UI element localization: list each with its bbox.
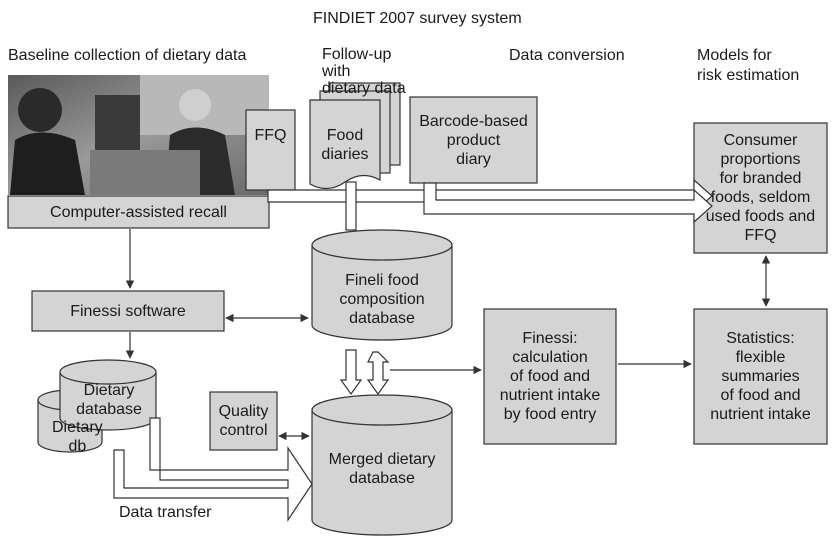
food-diaries-label: Food diaries	[321, 127, 369, 163]
ffq-label: FFQ	[254, 127, 287, 144]
consumer-label: Consumer proportions for branded foods, …	[705, 132, 816, 244]
statistics-label: Statistics: flexible summaries of food a…	[710, 330, 811, 423]
header-conversion: Data conversion	[509, 47, 625, 64]
fineli-cylinder	[311, 229, 453, 341]
finessi-software-label: Finessi software	[70, 302, 186, 320]
block-arrows	[113, 178, 713, 522]
finessi-calc-label: Finessi: calculation of food and nutrien…	[499, 330, 601, 423]
barcode-label: Barcode-based product diary	[419, 112, 528, 168]
quality-label: Quality control	[218, 403, 269, 439]
dietary-database-cylinder	[59, 359, 157, 431]
ffq-box	[245, 109, 296, 191]
recall-box	[7, 195, 270, 229]
finessi-calc-box	[483, 308, 617, 445]
merged-label: Merged dietary database	[328, 451, 436, 487]
data-transfer-label: Data transfer	[119, 504, 212, 521]
header-models: Models for risk estimation	[697, 47, 800, 84]
barcode-box	[409, 96, 538, 184]
dietary-database-label: Dietary database	[76, 382, 142, 418]
dietary-db-label: Dietary db	[52, 419, 103, 455]
finessi-software-box	[31, 290, 225, 332]
merged-cylinder	[311, 394, 453, 536]
fineli-label: Fineli food composition database	[339, 271, 425, 327]
thin-arrows	[125, 229, 771, 441]
food-diaries-stack	[309, 82, 401, 190]
header-baseline: Baseline collection of dietary data	[8, 47, 247, 64]
header-followup: Follow-up with dietary data	[322, 46, 406, 97]
statistics-box	[693, 308, 828, 445]
recall-label: Computer-assisted recall	[50, 203, 227, 221]
consumer-box	[693, 122, 828, 254]
interview-photo	[8, 75, 269, 195]
diagram-title: FINDIET 2007 survey system	[313, 10, 522, 27]
quality-box	[209, 391, 278, 451]
